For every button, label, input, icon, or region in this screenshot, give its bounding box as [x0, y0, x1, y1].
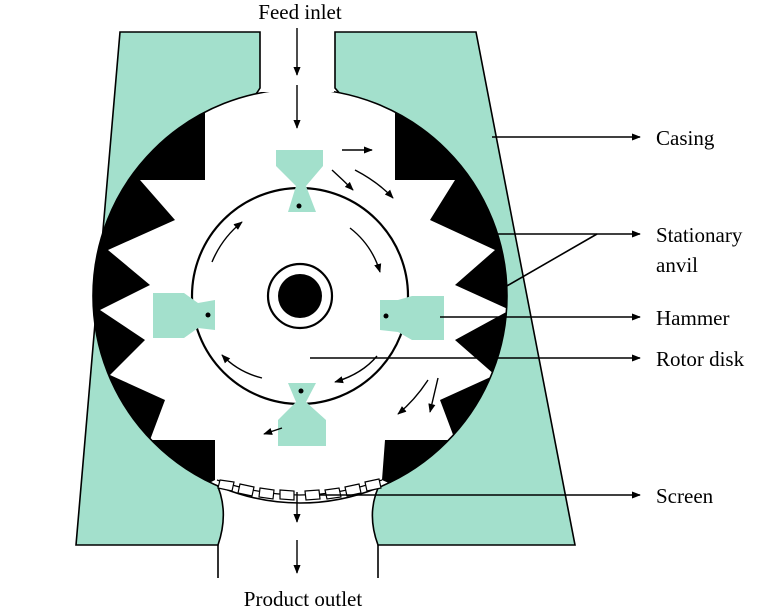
rotor-shaft	[278, 274, 322, 318]
rotation-arrow-lower-left	[221, 354, 263, 379]
rotation-arrow-upper-left	[211, 221, 243, 263]
screen	[216, 478, 383, 501]
hammer-left	[153, 293, 215, 338]
flow-arrow-upper-3	[354, 169, 394, 199]
anvil-leader-2	[504, 233, 598, 288]
hammer-right	[380, 296, 444, 340]
stationary-anvil-label-line1: Stationary	[656, 223, 743, 247]
rotation-arrow-lower-right	[334, 355, 378, 384]
feed-inlet-label: Feed inlet	[258, 0, 342, 24]
stationary-anvil-label-line2: anvil	[656, 253, 698, 277]
flow-arrow-upper-2	[331, 169, 354, 191]
rotation-arrow-upper-right	[349, 227, 382, 273]
hammer-label: Hammer	[656, 306, 729, 330]
stationary-anvil-left	[93, 89, 215, 503]
casing-label: Casing	[656, 126, 715, 150]
stationary-anvil-right	[382, 89, 507, 503]
flow-arrow-lower-3	[263, 427, 283, 435]
hammer-top	[276, 150, 323, 212]
screen-label: Screen	[656, 484, 714, 508]
flow-arrow-lower-1	[397, 379, 429, 415]
product-outlet-label: Product outlet	[244, 587, 363, 611]
flow-arrow-lower-2	[428, 377, 439, 413]
rotor-disk-label: Rotor disk	[656, 347, 745, 371]
hammer-bottom	[278, 383, 326, 446]
